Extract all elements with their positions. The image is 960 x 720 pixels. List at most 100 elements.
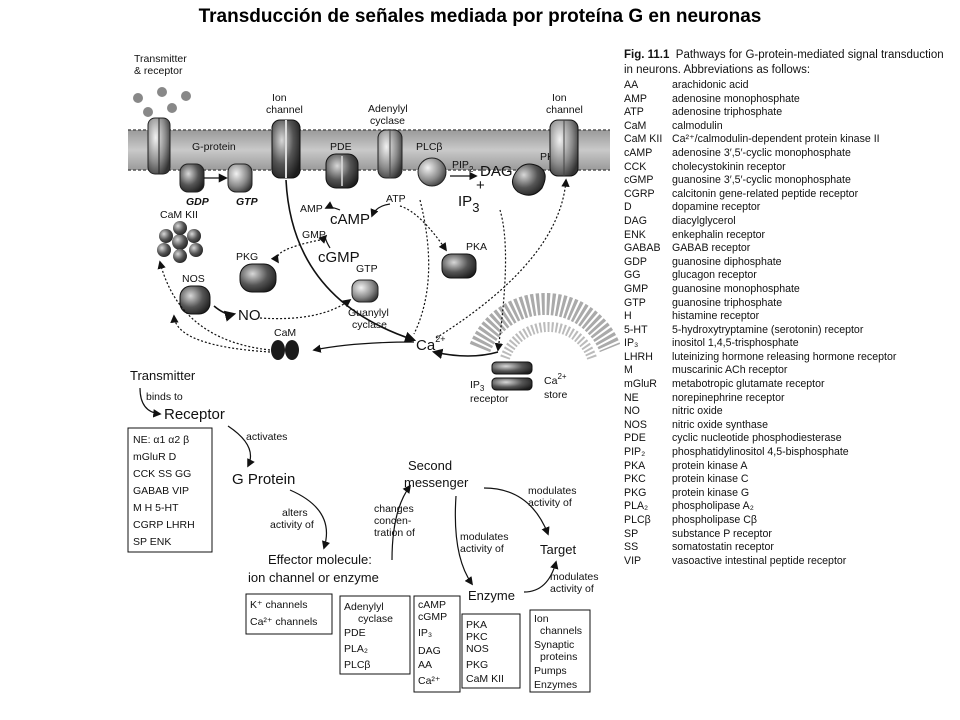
flow-activates: activates: [246, 431, 287, 443]
ion-channel-left-icon: [271, 119, 301, 179]
flow-receptor: Receptor: [164, 406, 225, 423]
abbreviation-definition: phospholipase Cβ: [672, 514, 758, 526]
abbreviation-term: M: [624, 364, 633, 377]
calcium-label: Ca2+: [416, 334, 445, 354]
abbreviation-definition: enkephalin receptor: [672, 228, 766, 241]
atp-label: ATP: [386, 193, 406, 205]
abbreviation-definition: arachidonic acid: [672, 79, 749, 91]
flow-modulates-2b: activity of: [460, 543, 504, 555]
abbreviation-term: PDE: [624, 432, 646, 445]
abbreviation-definition: guanosine 3′,5′-cyclic monophosphate: [672, 174, 851, 187]
enzyme-box-line: PLCβ: [344, 659, 370, 671]
flow-alters: alters: [282, 507, 308, 519]
abbreviation-definition: adenosine triphosphate: [672, 106, 783, 119]
abbreviation-definition: muscarinic ACh receptor: [672, 364, 788, 377]
receptor-box-line: CGRP LHRH: [133, 519, 195, 531]
abbreviation-definition: nitric oxide synthase: [672, 418, 768, 431]
abbreviation-term: CaM KII: [624, 133, 663, 146]
messenger-box-line: cGMP: [418, 611, 447, 623]
flow-changes-3: tration of: [374, 527, 415, 539]
abbreviation-term: PIP₂: [624, 446, 646, 459]
abbreviation-term: NE: [624, 391, 639, 404]
abbreviation-term: GMP: [624, 282, 649, 295]
receptor-box-line: NE: α1 α2 β: [133, 434, 189, 446]
ion-channel-right-label-2: channel: [546, 104, 583, 116]
amp-label: AMP: [300, 203, 323, 215]
pde-icon: [325, 153, 359, 189]
abbreviation-term: SP: [624, 527, 639, 540]
abbreviation-term: H: [624, 310, 632, 323]
abbreviation-definition: diacylglycerol: [672, 214, 736, 227]
pde-label: PDE: [330, 141, 352, 153]
abbreviation-definition: dopamine receptor: [672, 201, 761, 214]
abbreviation-term: GABAB: [624, 242, 661, 255]
abbreviation-definition: adenosine 3′,5′-cyclic monophosphate: [672, 146, 851, 159]
flow-enzyme: Enzyme: [468, 588, 515, 603]
enzyme-box-line: cyclase: [358, 613, 393, 625]
messenger-box-line: DAG: [418, 645, 441, 657]
messenger-box-line: AA: [418, 659, 432, 671]
abbreviation-definition: adenosine monophosphate: [672, 92, 800, 105]
abbreviation-term: ATP: [624, 106, 644, 119]
ion-channel-left-label-2: channel: [266, 104, 303, 116]
target-box-line: Synaptic: [534, 639, 574, 651]
ip3-receptor-label-2: receptor: [470, 393, 509, 405]
plc-label: PLCβ: [416, 141, 442, 153]
abbreviation-row: CaM calmodulin: [624, 120, 896, 134]
gdp-label: GDP: [186, 196, 210, 208]
gtp-top-label: GTP: [236, 196, 259, 208]
plc-icon: [417, 157, 447, 187]
abbreviation-definition: luteinizing hormone releasing hormone re…: [672, 350, 897, 363]
abbreviation-term: LHRH: [624, 350, 653, 363]
receptor-box-line: CCK SS GG: [133, 468, 191, 480]
calcium-store-label-2: store: [544, 389, 568, 401]
receptor-box-line: mGluR D: [133, 451, 177, 463]
kinase-box-line: CaM KII: [466, 673, 504, 685]
target-box-line: Ion: [534, 613, 549, 625]
abbreviation-row: ENK enkephalin receptor: [624, 229, 896, 243]
figure-caption: Fig. 11.1 Pathways for G-protein-mediate…: [624, 48, 954, 78]
abbreviation-term: PKC: [624, 473, 646, 486]
abbreviation-term: ENK: [624, 228, 646, 241]
abbreviation-row: cAMP adenosine 3′,5′-cyclic monophosphate: [624, 147, 896, 161]
abbreviation-term: 5-HT: [624, 323, 648, 336]
kinase-box-line: PKG: [466, 659, 488, 671]
abbreviation-term: CaM: [624, 119, 647, 132]
abbreviation-term: SS: [624, 541, 639, 554]
messenger-box-line: Ca²⁺: [418, 675, 441, 687]
abbreviation-term: PLA₂: [624, 500, 649, 513]
bottom-boxes: [245, 593, 591, 693]
plasma-membrane: [128, 129, 610, 171]
receptor-box-line: SP ENK: [133, 536, 171, 548]
receptor-icon: [147, 117, 171, 175]
abbreviation-definition: norepinephrine receptor: [672, 391, 785, 404]
calcium-store-icon: [469, 292, 620, 360]
abbreviation-definition: calmodulin: [672, 119, 723, 132]
flow-changes: changes: [374, 503, 414, 515]
abbreviation-term: cAMP: [624, 146, 653, 159]
adenylyl-cyclase-icon: [377, 129, 403, 179]
g-protein-label: G-protein: [192, 141, 236, 153]
abbreviation-term: CGRP: [624, 187, 655, 200]
enzyme-box-line: Adenylyl: [344, 601, 384, 613]
figure-number: Fig. 11.1: [624, 49, 670, 61]
pathway-arrows: [157, 178, 570, 359]
target-box-line: proteins: [540, 651, 577, 663]
abbreviation-term: AA: [624, 79, 639, 91]
flow-effector-2: ion channel or enzyme: [248, 570, 379, 585]
kinase-box-line: NOS: [466, 643, 489, 655]
abbreviation-definition: calcitonin gene-related peptide receptor: [672, 187, 859, 200]
